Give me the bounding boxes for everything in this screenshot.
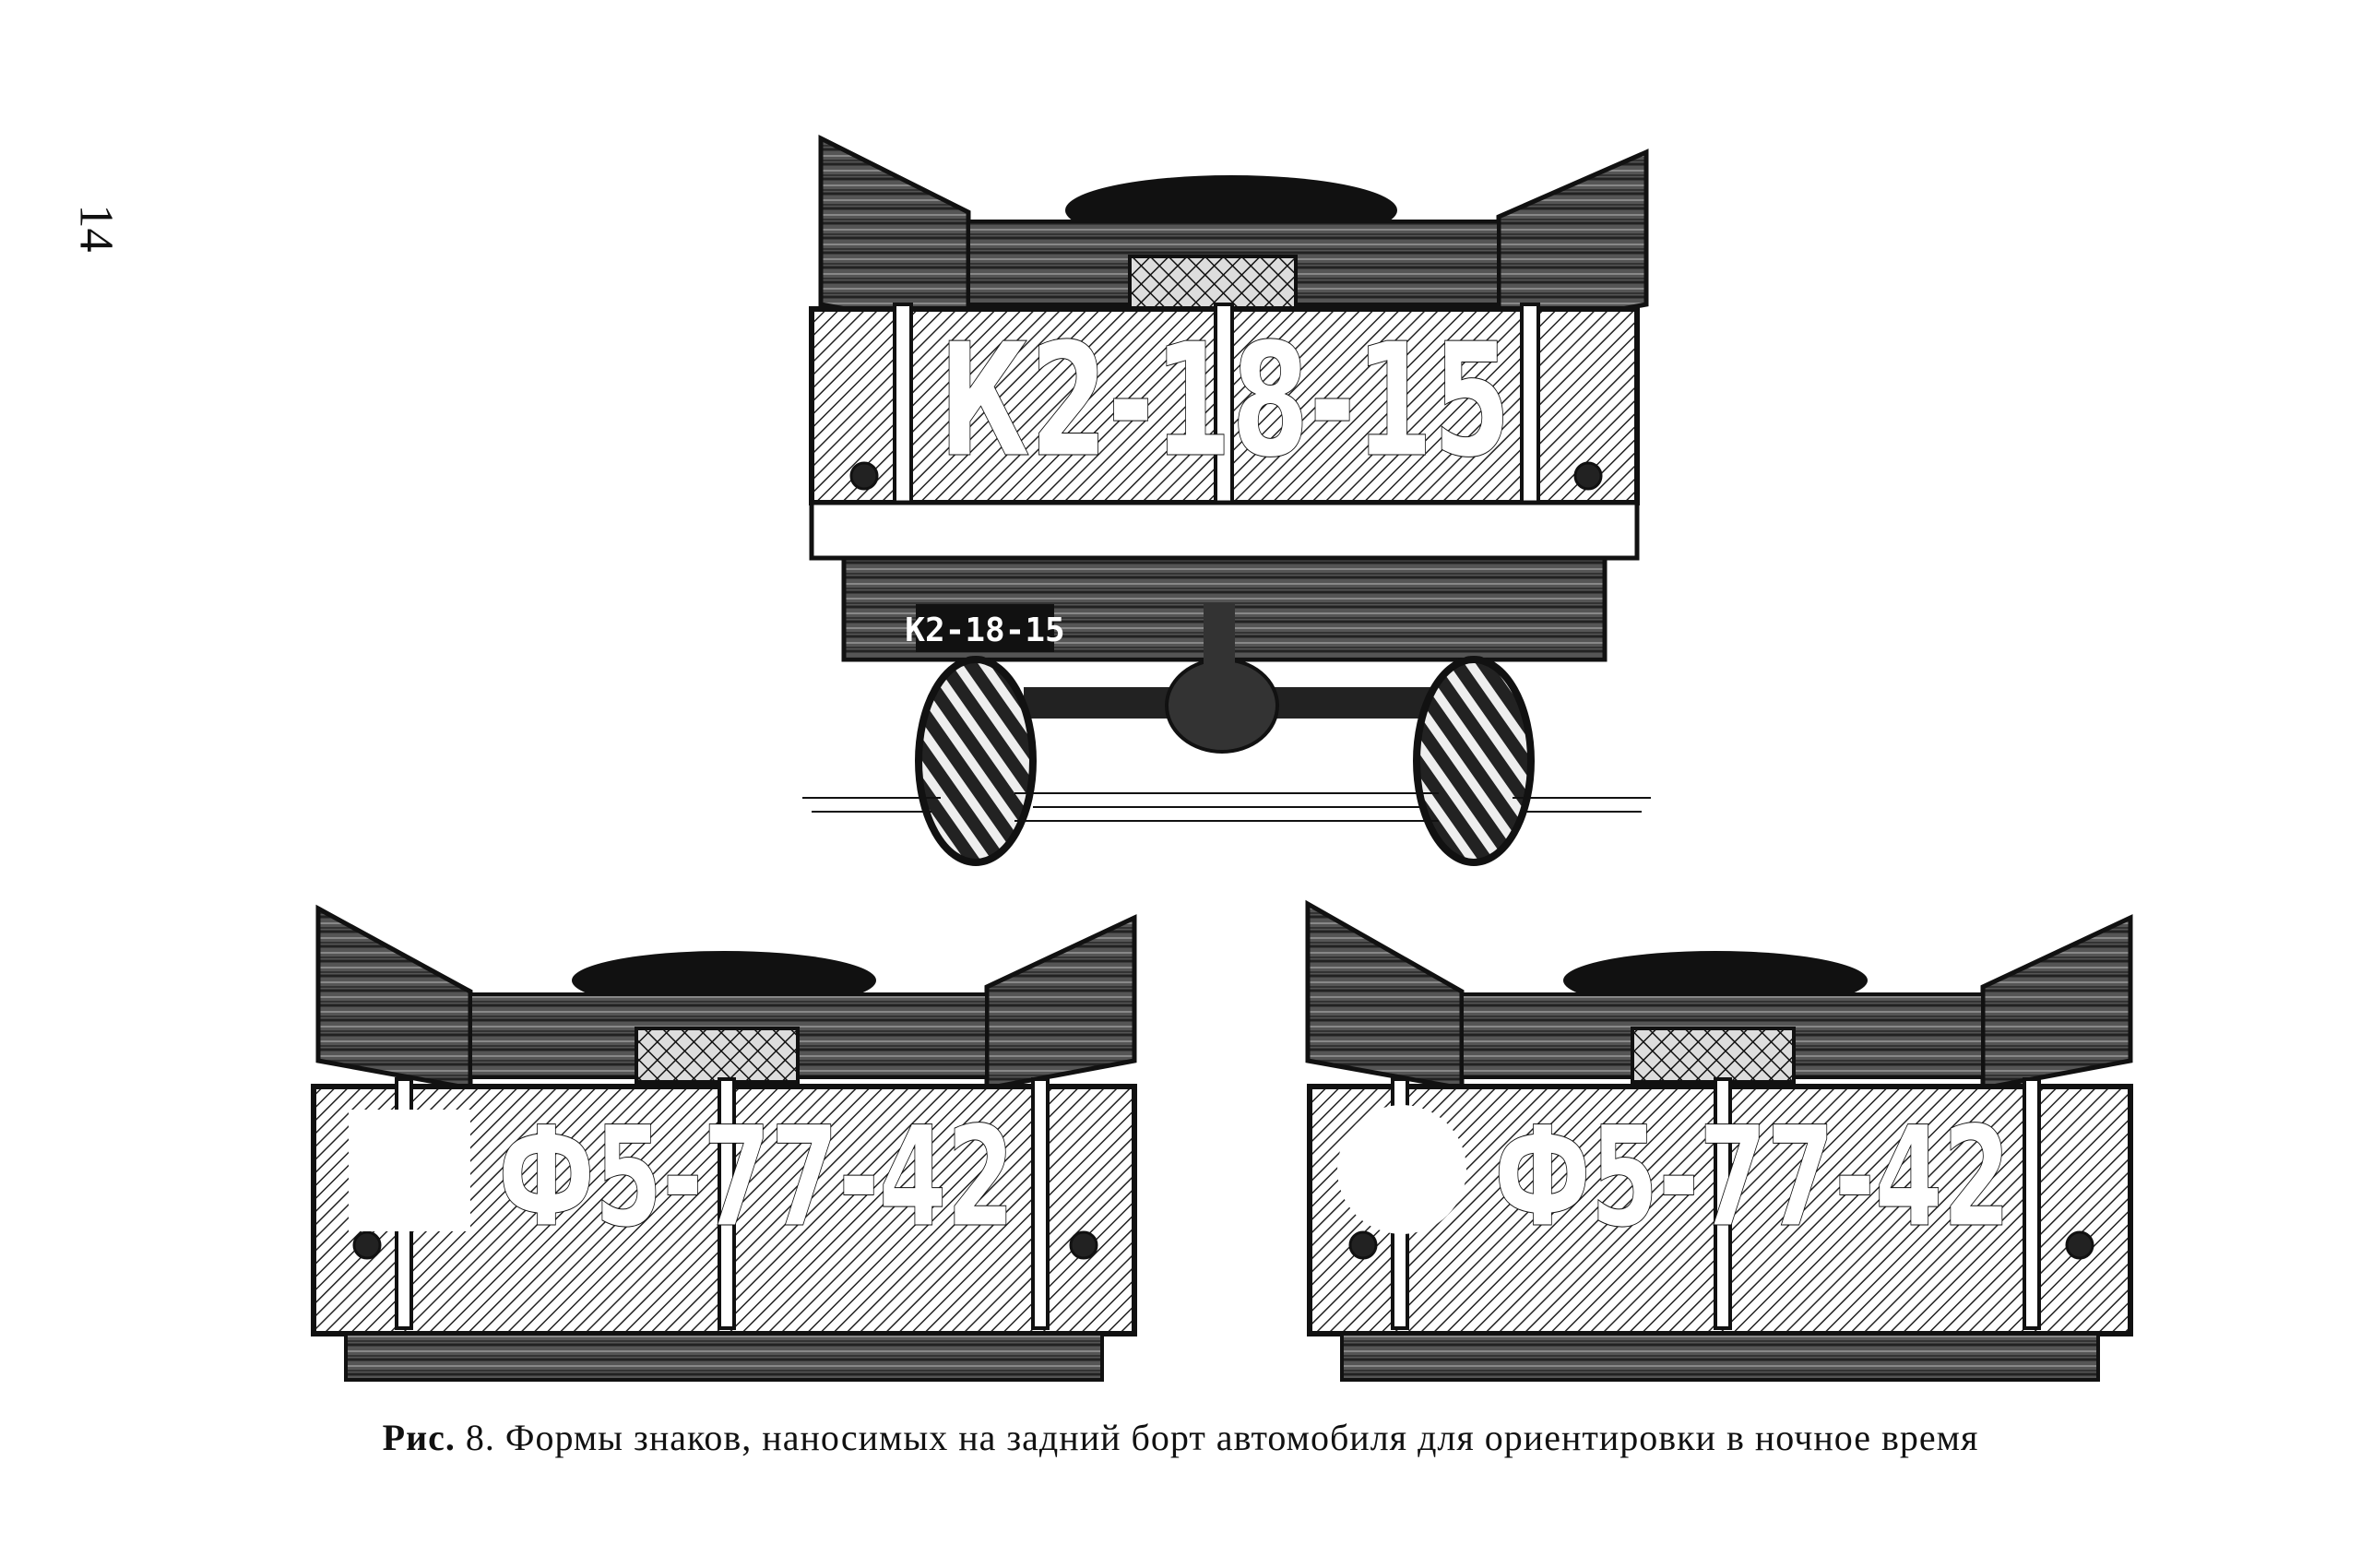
bottom-left-board-marking: Ф5-77-42	[498, 1098, 1014, 1258]
bottom-right-vehicle-rear-view: Ф5-77-42	[1305, 899, 2133, 1382]
figure-caption: Рис. 8. Формы знаков, наносимых на задни…	[0, 1416, 2361, 1459]
bottom-left-vehicle-rear-view: Ф5-77-42	[311, 904, 1137, 1382]
caption-text: 8. Формы знаков, наносимых на задний бор…	[465, 1417, 1979, 1458]
top-vehicle-board-marking: К2-18-15	[939, 310, 1511, 493]
caption-label: Рис.	[382, 1417, 456, 1458]
top-vehicle-rear-view: К2-18-15 К2-18-15	[802, 134, 1651, 866]
top-vehicle-plate: К2-18-15	[905, 612, 1064, 649]
square-night-symbol	[349, 1110, 470, 1231]
circle-night-symbol	[1337, 1105, 1466, 1234]
bottom-right-board-marking: Ф5-77-42	[1494, 1098, 2011, 1258]
